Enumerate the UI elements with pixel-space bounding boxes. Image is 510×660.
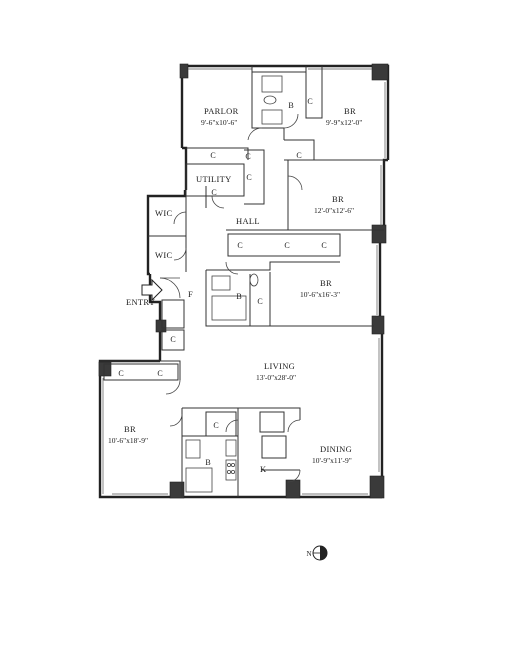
door-swing-icon [287,469,301,483]
toilet-icon [249,273,259,287]
br-left-dimension: 10'-6"x18'-9" [108,436,148,445]
closet-mark: C [245,152,250,161]
br-middle-label: BR [332,194,344,204]
closet-mark: C [210,151,215,160]
tub-icon [185,467,213,493]
closet-mark: C [170,335,175,344]
wic-lower-label: WIC [155,250,172,260]
closet-marks: C C C C C C C C C C C C C C [118,97,326,430]
closet-mark: C [307,97,312,106]
entry-door-swing-icon [159,277,181,299]
utility-label: UTILITY [196,174,232,184]
compass: N [306,545,328,561]
structural-piers [98,63,389,499]
sink-icon [261,75,283,93]
pier [98,361,112,377]
fixtures [185,75,283,493]
door-swing-icon [247,127,263,141]
bottom-wall [98,359,382,499]
parlor-dimension: 9'-6"x10'-6" [201,118,237,127]
entry-label: ENTRY [126,297,155,307]
kitchen-label: K [260,464,267,474]
br-center-dimension: 10'-6"x16'-3" [300,290,340,299]
bath-marks: B B B [205,101,293,467]
stove-icon [225,459,237,481]
bath-mark: B [288,101,293,110]
br-middle-dimension: 12'-0"x12'-6" [314,206,354,215]
pier [371,315,385,335]
wic-block-wall [146,190,187,276]
closet-mark: C [211,188,216,197]
pier [155,319,167,333]
top-block-wall [180,64,390,160]
tub-icon [211,295,247,321]
pier [371,224,387,244]
br-top-right-label: BR [344,106,356,116]
door-swing-icon [225,261,239,275]
pier [169,481,185,499]
door-swings [159,113,303,483]
br-left-label: BR [124,424,136,434]
closet-mark: C [284,241,289,250]
foyer-label: F [188,289,193,299]
toilet-icon [263,95,277,105]
sink-icon [211,275,231,291]
living-dimension: 13'-0"x28'-0" [256,373,296,382]
compass-letter: N [306,550,311,558]
closet-mark: C [246,173,251,182]
dining-dimension: 10'-9"x11'-9" [312,456,352,465]
tub-icon [261,109,283,125]
room-labels: PARLOR 9'-6"x10'-6" BR 9'-9"x12'-0" BR 1… [108,106,362,474]
door-swing-icon [169,413,183,427]
wic-upper-label: WIC [155,208,172,218]
door-swing-icon [211,195,225,209]
closet-mark: C [296,151,301,160]
door-swing-icon [287,419,301,433]
pier [369,475,385,499]
parlor-label: PARLOR [204,106,239,116]
door-swing-icon [173,247,187,261]
closet-mark: C [321,241,326,250]
br-center-label: BR [320,278,332,288]
hall-label: HALL [236,216,260,226]
refrigerator-icon [225,439,237,457]
dining-label: DINING [320,444,352,454]
door-swing-icon [173,211,187,225]
bath-mark: B [205,458,210,467]
door-swing-icon [165,379,181,395]
door-swing-icon [283,113,299,129]
closet-mark: C [237,241,242,250]
living-right-wall [378,228,384,497]
door-swing-icon [287,175,303,191]
living-label: LIVING [264,361,295,371]
pier [179,63,189,79]
closet-mark: C [213,421,218,430]
entry-arrow-icon [141,278,163,302]
closet-mark: C [118,369,123,378]
utility-left-wall [182,146,188,190]
bath-mark: B [236,292,241,301]
pier [285,479,301,499]
pier [371,63,389,81]
sink-icon [185,439,201,459]
windows [102,68,386,495]
middle-br-right-wall [382,158,388,230]
br-top-right-dimension: 9'-9"x12'-0" [326,118,362,127]
closet-mark: C [157,369,162,378]
closet-mark: C [257,297,262,306]
door-swing-icon [225,419,239,433]
exterior-walls [98,64,390,499]
interior-walls [100,66,388,497]
